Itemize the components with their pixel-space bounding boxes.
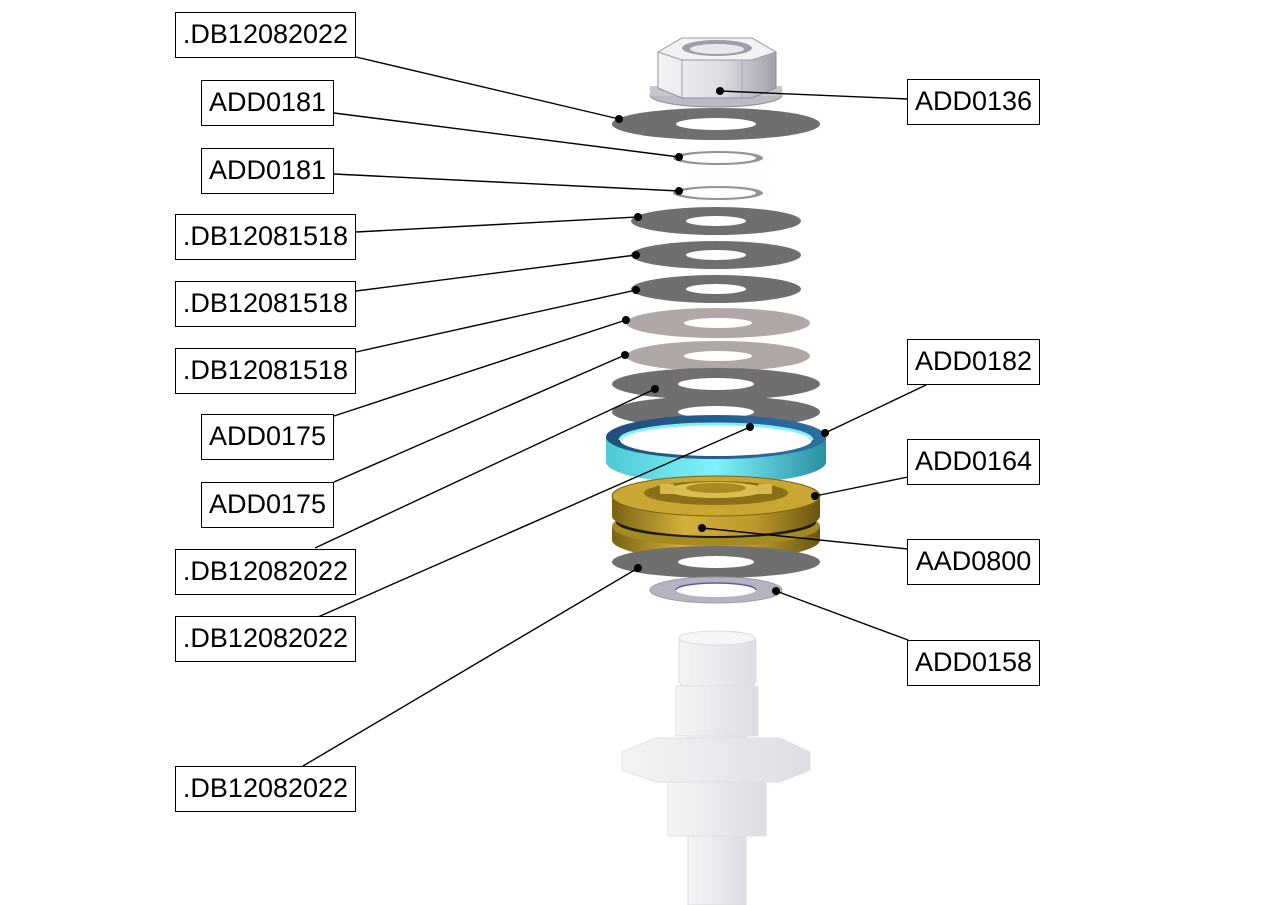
washer-part — [631, 207, 801, 235]
silver-washer-part — [649, 576, 783, 604]
shaft-part — [621, 630, 811, 905]
thin-ring-part — [673, 151, 763, 165]
washer-stack — [612, 108, 820, 428]
part-label-add0181-b: ADD0181 — [201, 148, 334, 194]
part-label-add0175-b: ADD0175 — [201, 482, 334, 528]
leader-lines — [302, 56, 927, 767]
part-label-db12082022-mid1: .DB12082022 — [175, 549, 356, 595]
part-label-add0136: ADD0136 — [907, 79, 1040, 125]
washer-part — [612, 368, 820, 400]
part-label-db12082022-top: .DB12082022 — [175, 12, 356, 58]
part-label-db12081518-a: .DB12081518 — [175, 214, 356, 260]
part-label-aad0800: AAD0800 — [907, 539, 1040, 585]
part-label-add0175-a: ADD0175 — [201, 414, 334, 460]
part-label-add0164: ADD0164 — [907, 439, 1040, 485]
washer-part — [612, 546, 820, 578]
washer-part — [626, 341, 810, 371]
leader-anchor-dots — [615, 87, 829, 595]
washer-part — [612, 108, 820, 140]
cyan-spacer-part — [606, 415, 826, 484]
part-label-db12082022-bottom: .DB12082022 — [175, 766, 356, 812]
brass-piston-part — [611, 475, 821, 560]
part-label-add0182: ADD0182 — [907, 339, 1040, 385]
part-label-add0181-a: ADD0181 — [201, 80, 334, 126]
part-label-add0158: ADD0158 — [907, 640, 1040, 686]
thin-ring-part — [673, 186, 763, 200]
washer-part — [631, 275, 801, 303]
washer-part — [631, 241, 801, 269]
part-label-db12082022-mid2: .DB12082022 — [175, 616, 356, 662]
flange-nut-part — [649, 37, 783, 108]
part-label-db12081518-b: .DB12081518 — [175, 281, 356, 327]
part-label-db12081518-c: .DB12081518 — [175, 348, 356, 394]
washer-part — [626, 308, 810, 338]
